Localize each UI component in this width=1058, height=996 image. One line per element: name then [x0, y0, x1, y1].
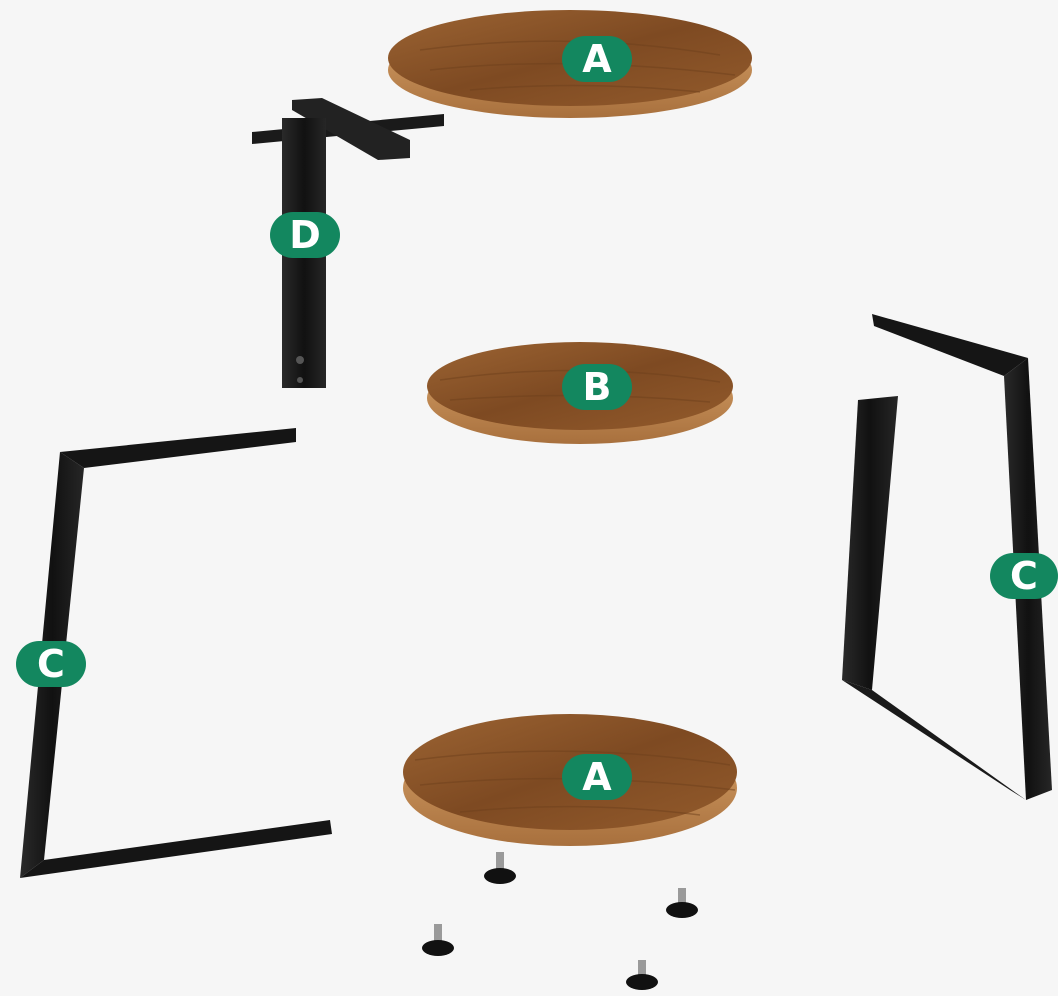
badge-right-frame: C — [990, 553, 1058, 599]
leveling-foot — [422, 924, 454, 956]
badge-upright-post: D — [270, 212, 340, 258]
badge-top-board: A — [562, 36, 632, 82]
badge-label: A — [582, 37, 612, 81]
badge-left-frame: C — [16, 641, 86, 687]
badge-middle-board: B — [562, 364, 632, 410]
badge-label: B — [583, 365, 612, 409]
badge-bottom-board: A — [562, 754, 632, 800]
leveling-foot — [484, 852, 516, 884]
leveling-foot — [626, 960, 658, 990]
leveling-feet — [422, 852, 698, 990]
badge-label: C — [37, 642, 65, 686]
badge-label: D — [289, 213, 321, 257]
badge-label: C — [1010, 554, 1038, 598]
badge-label: A — [582, 755, 612, 799]
leveling-foot — [666, 888, 698, 918]
